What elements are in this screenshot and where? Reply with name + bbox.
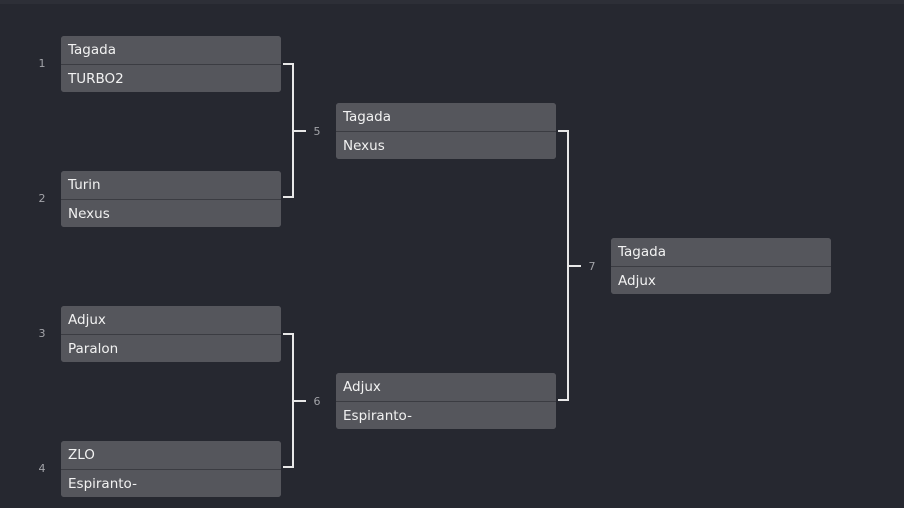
team-slot[interactable]: Espiranto- xyxy=(336,401,556,429)
match-2: Turin Nexus xyxy=(61,171,281,227)
match-4: ZLO Espiranto- xyxy=(61,441,281,497)
bracket-connector xyxy=(283,63,294,198)
team-slot[interactable]: Tagada xyxy=(61,36,281,64)
team-slot[interactable]: ZLO xyxy=(61,441,281,469)
team-slot[interactable]: Tagada xyxy=(336,103,556,131)
team-slot[interactable]: Turin xyxy=(61,171,281,199)
match-1: Tagada TURBO2 xyxy=(61,36,281,92)
team-slot[interactable]: Adjux xyxy=(61,306,281,334)
team-slot[interactable]: TURBO2 xyxy=(61,64,281,92)
match-number-5: 5 xyxy=(313,125,321,138)
bracket-connector-stub xyxy=(569,265,581,267)
match-number-7: 7 xyxy=(588,260,596,273)
team-slot[interactable]: Adjux xyxy=(611,266,831,294)
team-slot[interactable]: Nexus xyxy=(61,199,281,227)
team-slot[interactable]: Paralon xyxy=(61,334,281,362)
match-number-3: 3 xyxy=(38,327,46,340)
bracket-connector xyxy=(283,333,294,468)
match-number-1: 1 xyxy=(38,57,46,70)
bracket-connector-stub xyxy=(294,400,306,402)
team-slot[interactable]: Tagada xyxy=(611,238,831,266)
top-strip xyxy=(0,0,904,4)
match-7-final: Tagada Adjux xyxy=(611,238,831,294)
match-number-6: 6 xyxy=(313,395,321,408)
match-number-2: 2 xyxy=(38,192,46,205)
match-5: Tagada Nexus xyxy=(336,103,556,159)
team-slot[interactable]: Nexus xyxy=(336,131,556,159)
team-slot[interactable]: Espiranto- xyxy=(61,469,281,497)
team-slot[interactable]: Adjux xyxy=(336,373,556,401)
bracket-connector-stub xyxy=(294,130,306,132)
bracket-connector xyxy=(558,130,569,401)
match-number-4: 4 xyxy=(38,462,46,475)
match-6: Adjux Espiranto- xyxy=(336,373,556,429)
match-3: Adjux Paralon xyxy=(61,306,281,362)
